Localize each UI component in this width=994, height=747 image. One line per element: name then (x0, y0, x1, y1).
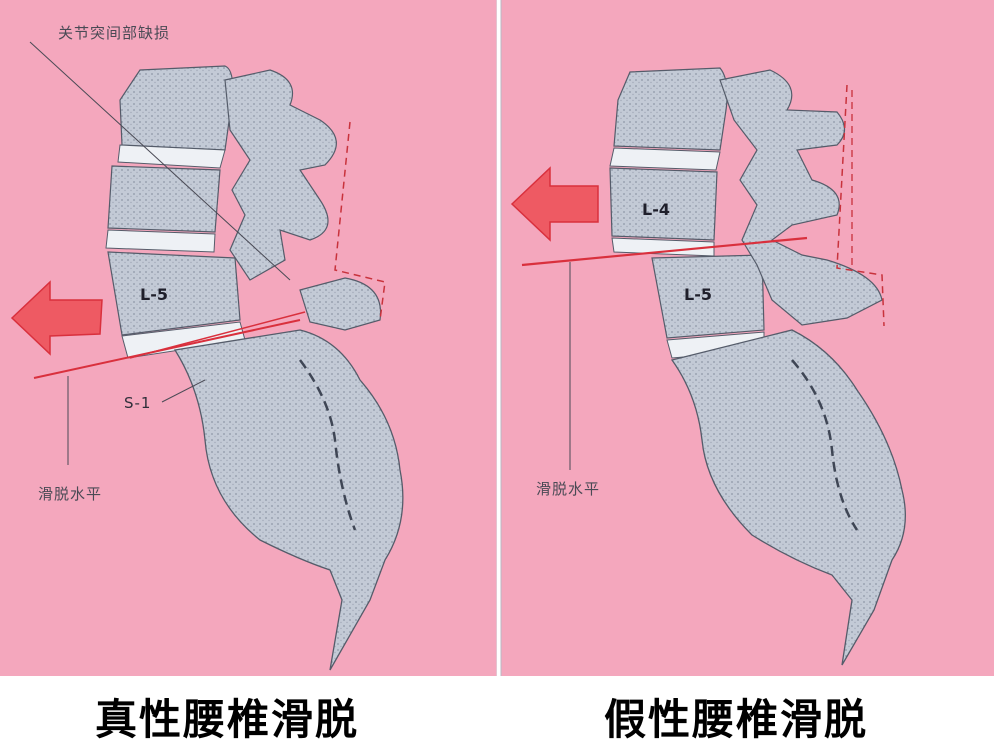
l5-posterior-fragment (299, 277, 382, 331)
reference-dashed-line (334, 121, 386, 321)
l5-vertebra-body (651, 254, 765, 339)
l5-vertebra-body (107, 251, 241, 336)
true-spondylolisthesis-caption: 真性腰椎滑脱 (95, 695, 360, 744)
middle-vertebra-body (107, 165, 221, 233)
forward-slip-arrow (510, 166, 599, 242)
reference-dashed-line (836, 84, 885, 327)
l5-label: L-5 (684, 285, 712, 304)
slip-level-line (521, 236, 808, 267)
s1-leader (161, 379, 206, 403)
disc (611, 237, 715, 257)
pseudo-spondylolisthesis-caption: 假性腰椎滑脱 (604, 695, 869, 744)
l4-label: L-4 (642, 200, 670, 219)
sacral-canal (791, 359, 859, 531)
posterior-elements (719, 69, 883, 326)
sacral-canal (298, 359, 357, 531)
slip-level-line (129, 311, 306, 359)
disc (105, 229, 216, 253)
true-spondylolisthesis-panel: 关节突间部缺损 L-5 S-1 滑脱水平 (0, 0, 496, 676)
slip-level-label: 滑脱水平 (38, 485, 103, 503)
upper-vertebra-body (613, 67, 728, 151)
defect-leader-line (29, 41, 291, 281)
pseudo-spondylolisthesis-panel: L-4 L-5 滑脱水平 (502, 0, 994, 676)
sacrum (670, 329, 906, 666)
upper-vertebra-body (119, 65, 234, 151)
true-spondylolisthesis-illustration (10, 41, 404, 671)
posterior-elements (224, 69, 337, 281)
panel-divider (496, 0, 502, 676)
slip-level-label: 滑脱水平 (536, 480, 601, 498)
s1-label: S-1 (124, 394, 152, 412)
pseudo-spondylolisthesis-illustration (510, 67, 906, 666)
disc (117, 144, 226, 169)
disc (609, 147, 721, 171)
l4-vertebra-body (609, 167, 718, 241)
pars-defect-label: 关节突间部缺损 (58, 24, 171, 42)
l5-label: L-5 (140, 285, 168, 304)
forward-slip-arrow (10, 280, 103, 356)
sacrum (173, 329, 404, 671)
